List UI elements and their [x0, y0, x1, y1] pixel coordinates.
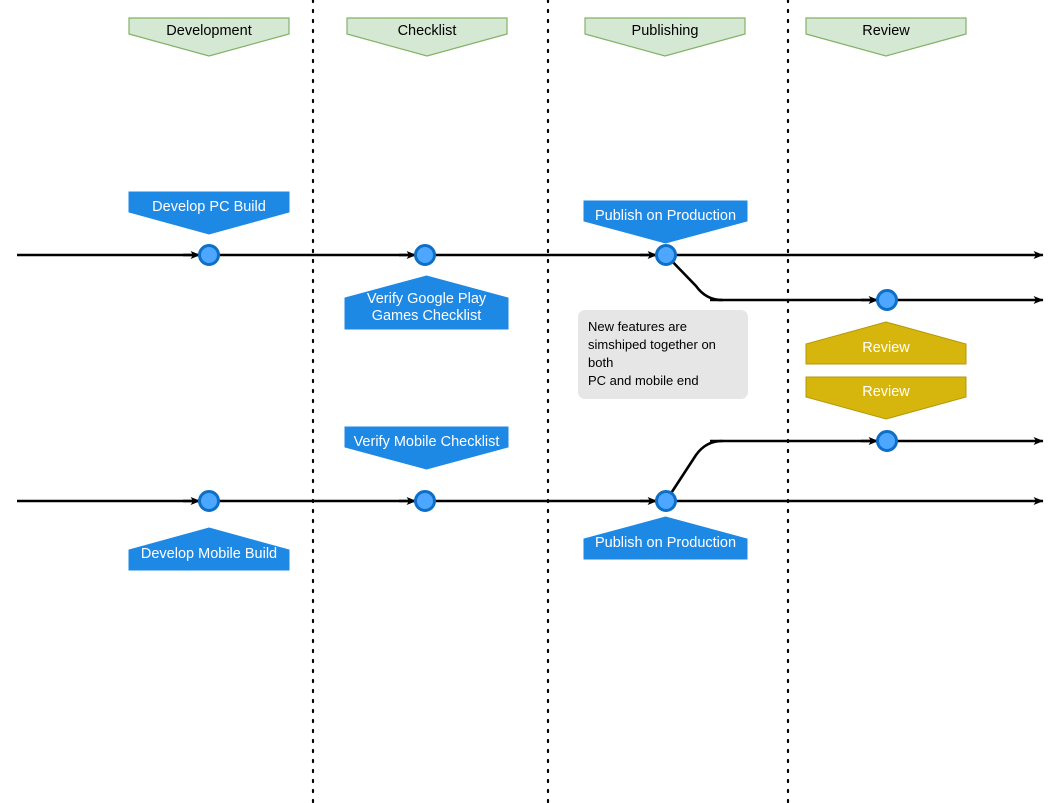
- node-verify-google-play-checklist[interactable]: [414, 244, 436, 266]
- node-verify-mobile-checklist[interactable]: [414, 490, 436, 512]
- milestone-shape-review-mobile[interactable]: [805, 376, 967, 420]
- node-review-mobile[interactable]: [876, 430, 898, 452]
- node-publish-production-mobile[interactable]: [655, 490, 677, 512]
- phase-shape-development: [128, 17, 290, 57]
- node-review-pc[interactable]: [876, 289, 898, 311]
- milestone-nodes: [198, 244, 898, 512]
- note-simship-note: New features are simshiped together on b…: [578, 310, 748, 399]
- milestone-shape-review-pc[interactable]: [805, 321, 967, 365]
- phase-shape-publishing: [584, 17, 746, 57]
- branch-connectors: [664, 253, 724, 503]
- node-develop-pc-build[interactable]: [198, 244, 220, 266]
- phase-shape-review: [805, 17, 967, 57]
- phase-dividers: [311, 0, 790, 803]
- milestone-shape-publish-on-production-mobile[interactable]: [583, 516, 748, 560]
- milestone-shape-develop-pc-build[interactable]: [128, 191, 290, 235]
- pc-to-review-branch: [664, 253, 724, 302]
- milestone-shape-verify-mobile-checklist[interactable]: [344, 426, 509, 470]
- node-publish-production-pc[interactable]: [655, 244, 677, 266]
- milestone-shape-verify-google-play-games-checklist[interactable]: [344, 275, 509, 330]
- milestone-shape-publish-on-production-pc[interactable]: [583, 200, 748, 244]
- phase-shape-checklist: [346, 17, 508, 57]
- milestone-shapes: [128, 17, 967, 571]
- node-develop-mobile-build[interactable]: [198, 490, 220, 512]
- milestone-shape-develop-mobile-build[interactable]: [128, 527, 290, 571]
- mobile-to-review-branch: [664, 439, 724, 503]
